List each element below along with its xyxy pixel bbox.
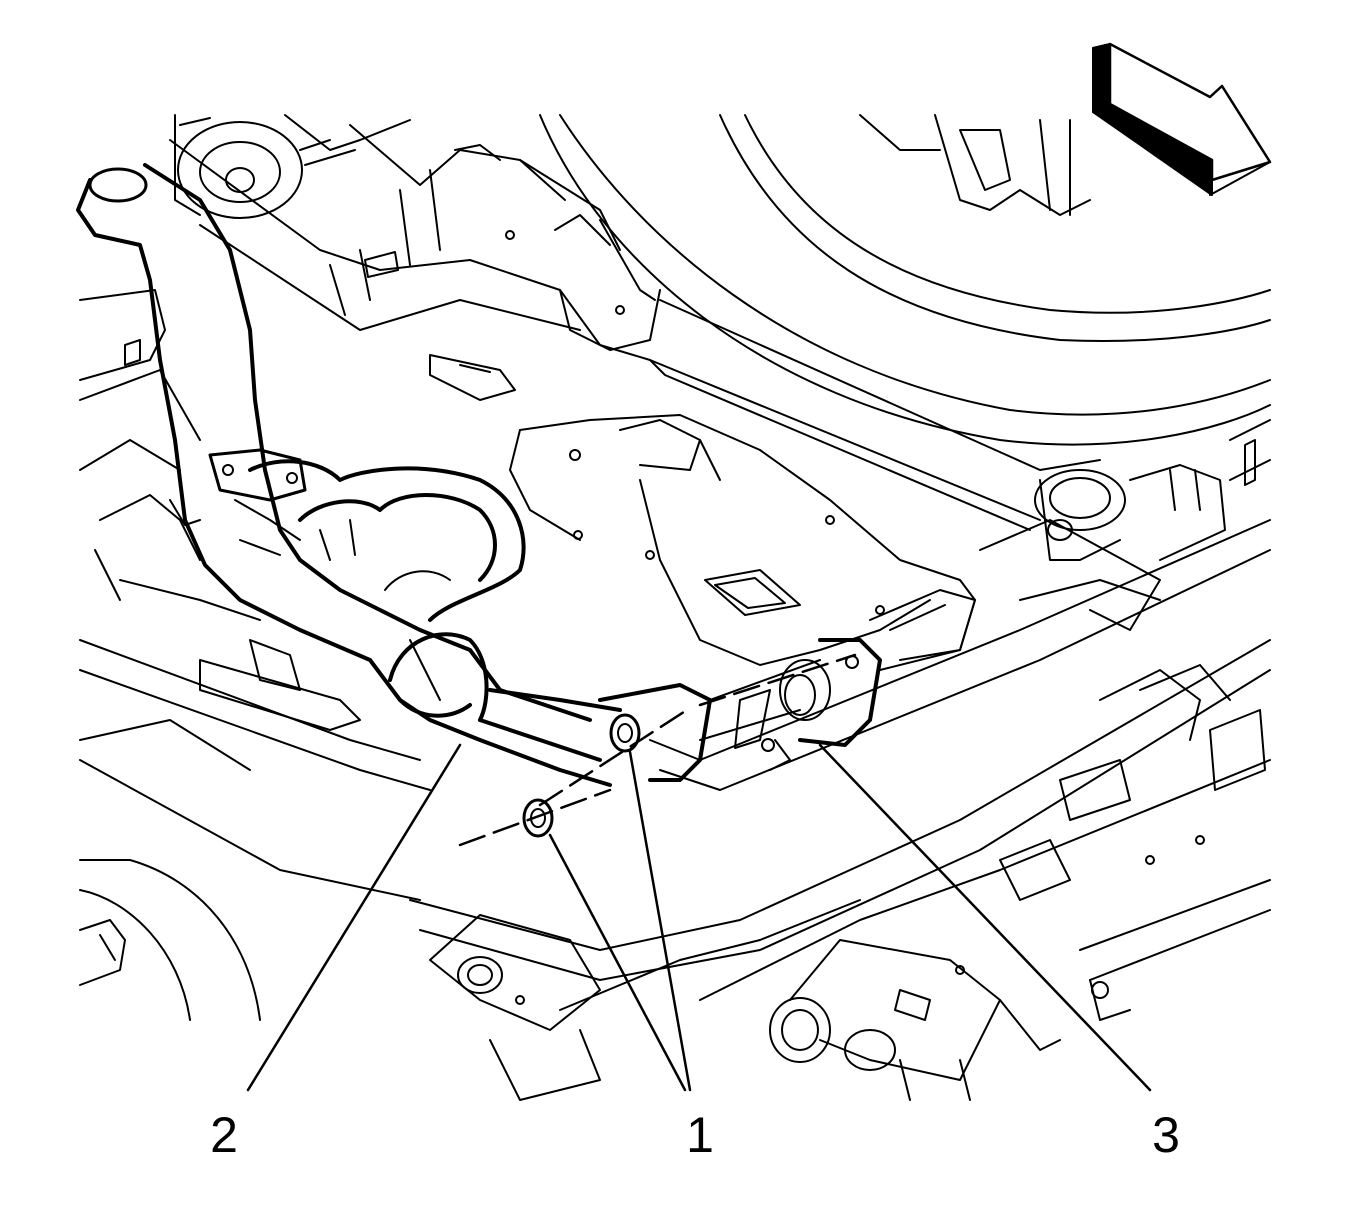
direction-arrow-icon <box>1092 42 1272 196</box>
leader-lines <box>246 743 1152 1092</box>
leader-line-1b <box>548 833 687 1092</box>
callout-label-1: 1 <box>686 1107 714 1163</box>
lower-left-tire <box>79 859 261 1021</box>
oil-pan <box>509 414 976 666</box>
callout-label-2: 2 <box>210 1107 238 1163</box>
exhaust-pipe <box>76 163 882 787</box>
lower-bracket <box>429 914 601 1101</box>
exhaust-nut-upper <box>609 713 641 753</box>
subframe-upper <box>169 114 1101 531</box>
exhaust-details <box>222 464 976 771</box>
leader-line-1a <box>628 750 692 1092</box>
upper-mount <box>174 114 356 219</box>
callout-label-3: 3 <box>1152 1107 1180 1163</box>
lower-right-mount <box>769 939 1061 1101</box>
leader-line-2 <box>246 743 462 1092</box>
install-lines <box>458 653 857 847</box>
engine-left-area <box>79 289 431 901</box>
tire <box>539 114 1271 446</box>
subframe-lower <box>409 519 1271 1021</box>
leader-line-3 <box>818 743 1152 1092</box>
exhaust-nut-lower <box>522 798 554 838</box>
